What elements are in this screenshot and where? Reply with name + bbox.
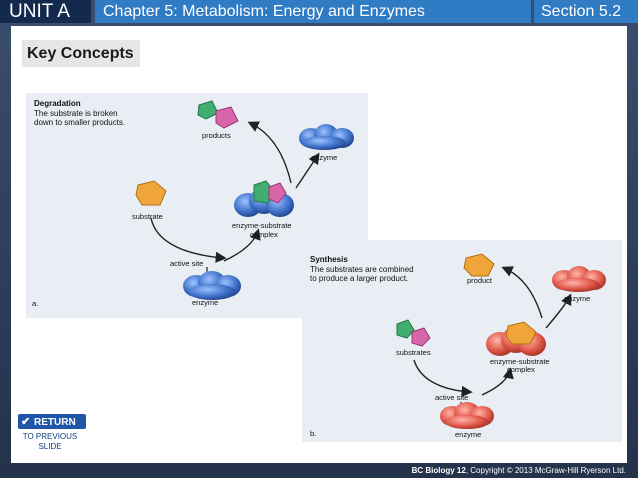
enzyme-bottom-shape <box>440 402 494 429</box>
complex-label-2: complex <box>507 365 535 374</box>
degradation-desc-2: down to smaller products. <box>34 118 126 127</box>
check-arrow-icon: ✔ <box>21 416 31 428</box>
arrow-to-products <box>247 121 292 184</box>
substrate-label: substrate <box>132 212 163 221</box>
degradation-title: Degradation <box>34 99 81 108</box>
degradation-desc-1: The substrate is broken <box>34 109 118 118</box>
return-button[interactable]: ✔ RETURN <box>17 413 87 430</box>
key-concepts-heading: Key Concepts <box>22 40 140 67</box>
section-label: Section 5.2 <box>534 0 638 23</box>
complex-label-2: complex <box>250 230 278 239</box>
products-shapes <box>197 100 239 129</box>
product-label: product <box>467 276 493 285</box>
degradation-diagram <box>135 100 354 300</box>
complex-shape <box>486 321 546 356</box>
footer-copyright: , Copyright © 2013 McGraw-Hill Ryerson L… <box>465 466 626 475</box>
arrow-to-enzyme <box>545 293 572 329</box>
arrow-enzyme-to-complex <box>223 228 261 262</box>
synthesis-desc-2: to produce a larger product. <box>310 274 409 283</box>
chapter-title: Chapter 5: Metabolism: Energy and Enzyme… <box>95 0 531 23</box>
panel-b-letter: b. <box>310 429 317 438</box>
panel-a-letter: a. <box>32 299 39 308</box>
active-site-label: active site <box>435 393 469 402</box>
complex-shape <box>234 180 294 217</box>
return-label: RETURN <box>34 417 76 428</box>
enzyme-bottom-label: enzyme <box>192 298 219 307</box>
footer-title: BC Biology 12 <box>411 466 466 475</box>
arrow-substrate-to-enzyme <box>150 217 227 263</box>
header-bar: UNIT A Chapter 5: Metabolism: Energy and… <box>0 0 638 23</box>
substrates-label: substrates <box>396 348 431 357</box>
synthesis-diagram <box>396 253 606 429</box>
enzyme-top-label: enzyme <box>564 294 591 303</box>
complex-label-1: enzyme-substrate <box>232 221 292 230</box>
arrow-substrates-to-enzyme <box>413 359 473 397</box>
synthesis-desc-1: The substrates are combined <box>310 265 414 274</box>
enzyme-bottom-shape <box>183 271 241 300</box>
product-shape <box>463 253 495 277</box>
complex-label-1: enzyme-substrate <box>490 357 550 366</box>
enzyme-bottom-label: enzyme <box>455 430 482 439</box>
unit-label: UNIT A <box>0 0 91 23</box>
return-sub-line-2: SLIDE <box>38 442 62 451</box>
return-sub-line-1: TO PREVIOUS <box>22 432 78 441</box>
arrow-to-enzyme <box>295 152 320 189</box>
return-subtext: TO PREVIOUS SLIDE <box>10 432 90 452</box>
arrow-enzyme-to-complex <box>481 367 514 396</box>
substrates-shapes <box>396 319 431 347</box>
footer: BC Biology 12, Copyright © 2013 McGraw-H… <box>0 463 638 478</box>
enzyme-top-label: enzyme <box>311 153 338 162</box>
active-site-label: active site <box>170 259 204 268</box>
products-label: products <box>202 131 231 140</box>
enzyme-top-shape <box>299 124 354 150</box>
enzyme-top-shape <box>552 266 606 292</box>
arrow-to-product <box>501 266 543 319</box>
degradation-panel: Degradation The substrate is broken down… <box>26 93 368 318</box>
synthesis-title: Synthesis <box>310 255 348 264</box>
synthesis-panel: Synthesis The substrates are combined to… <box>302 240 622 442</box>
substrate-shape <box>135 180 167 206</box>
